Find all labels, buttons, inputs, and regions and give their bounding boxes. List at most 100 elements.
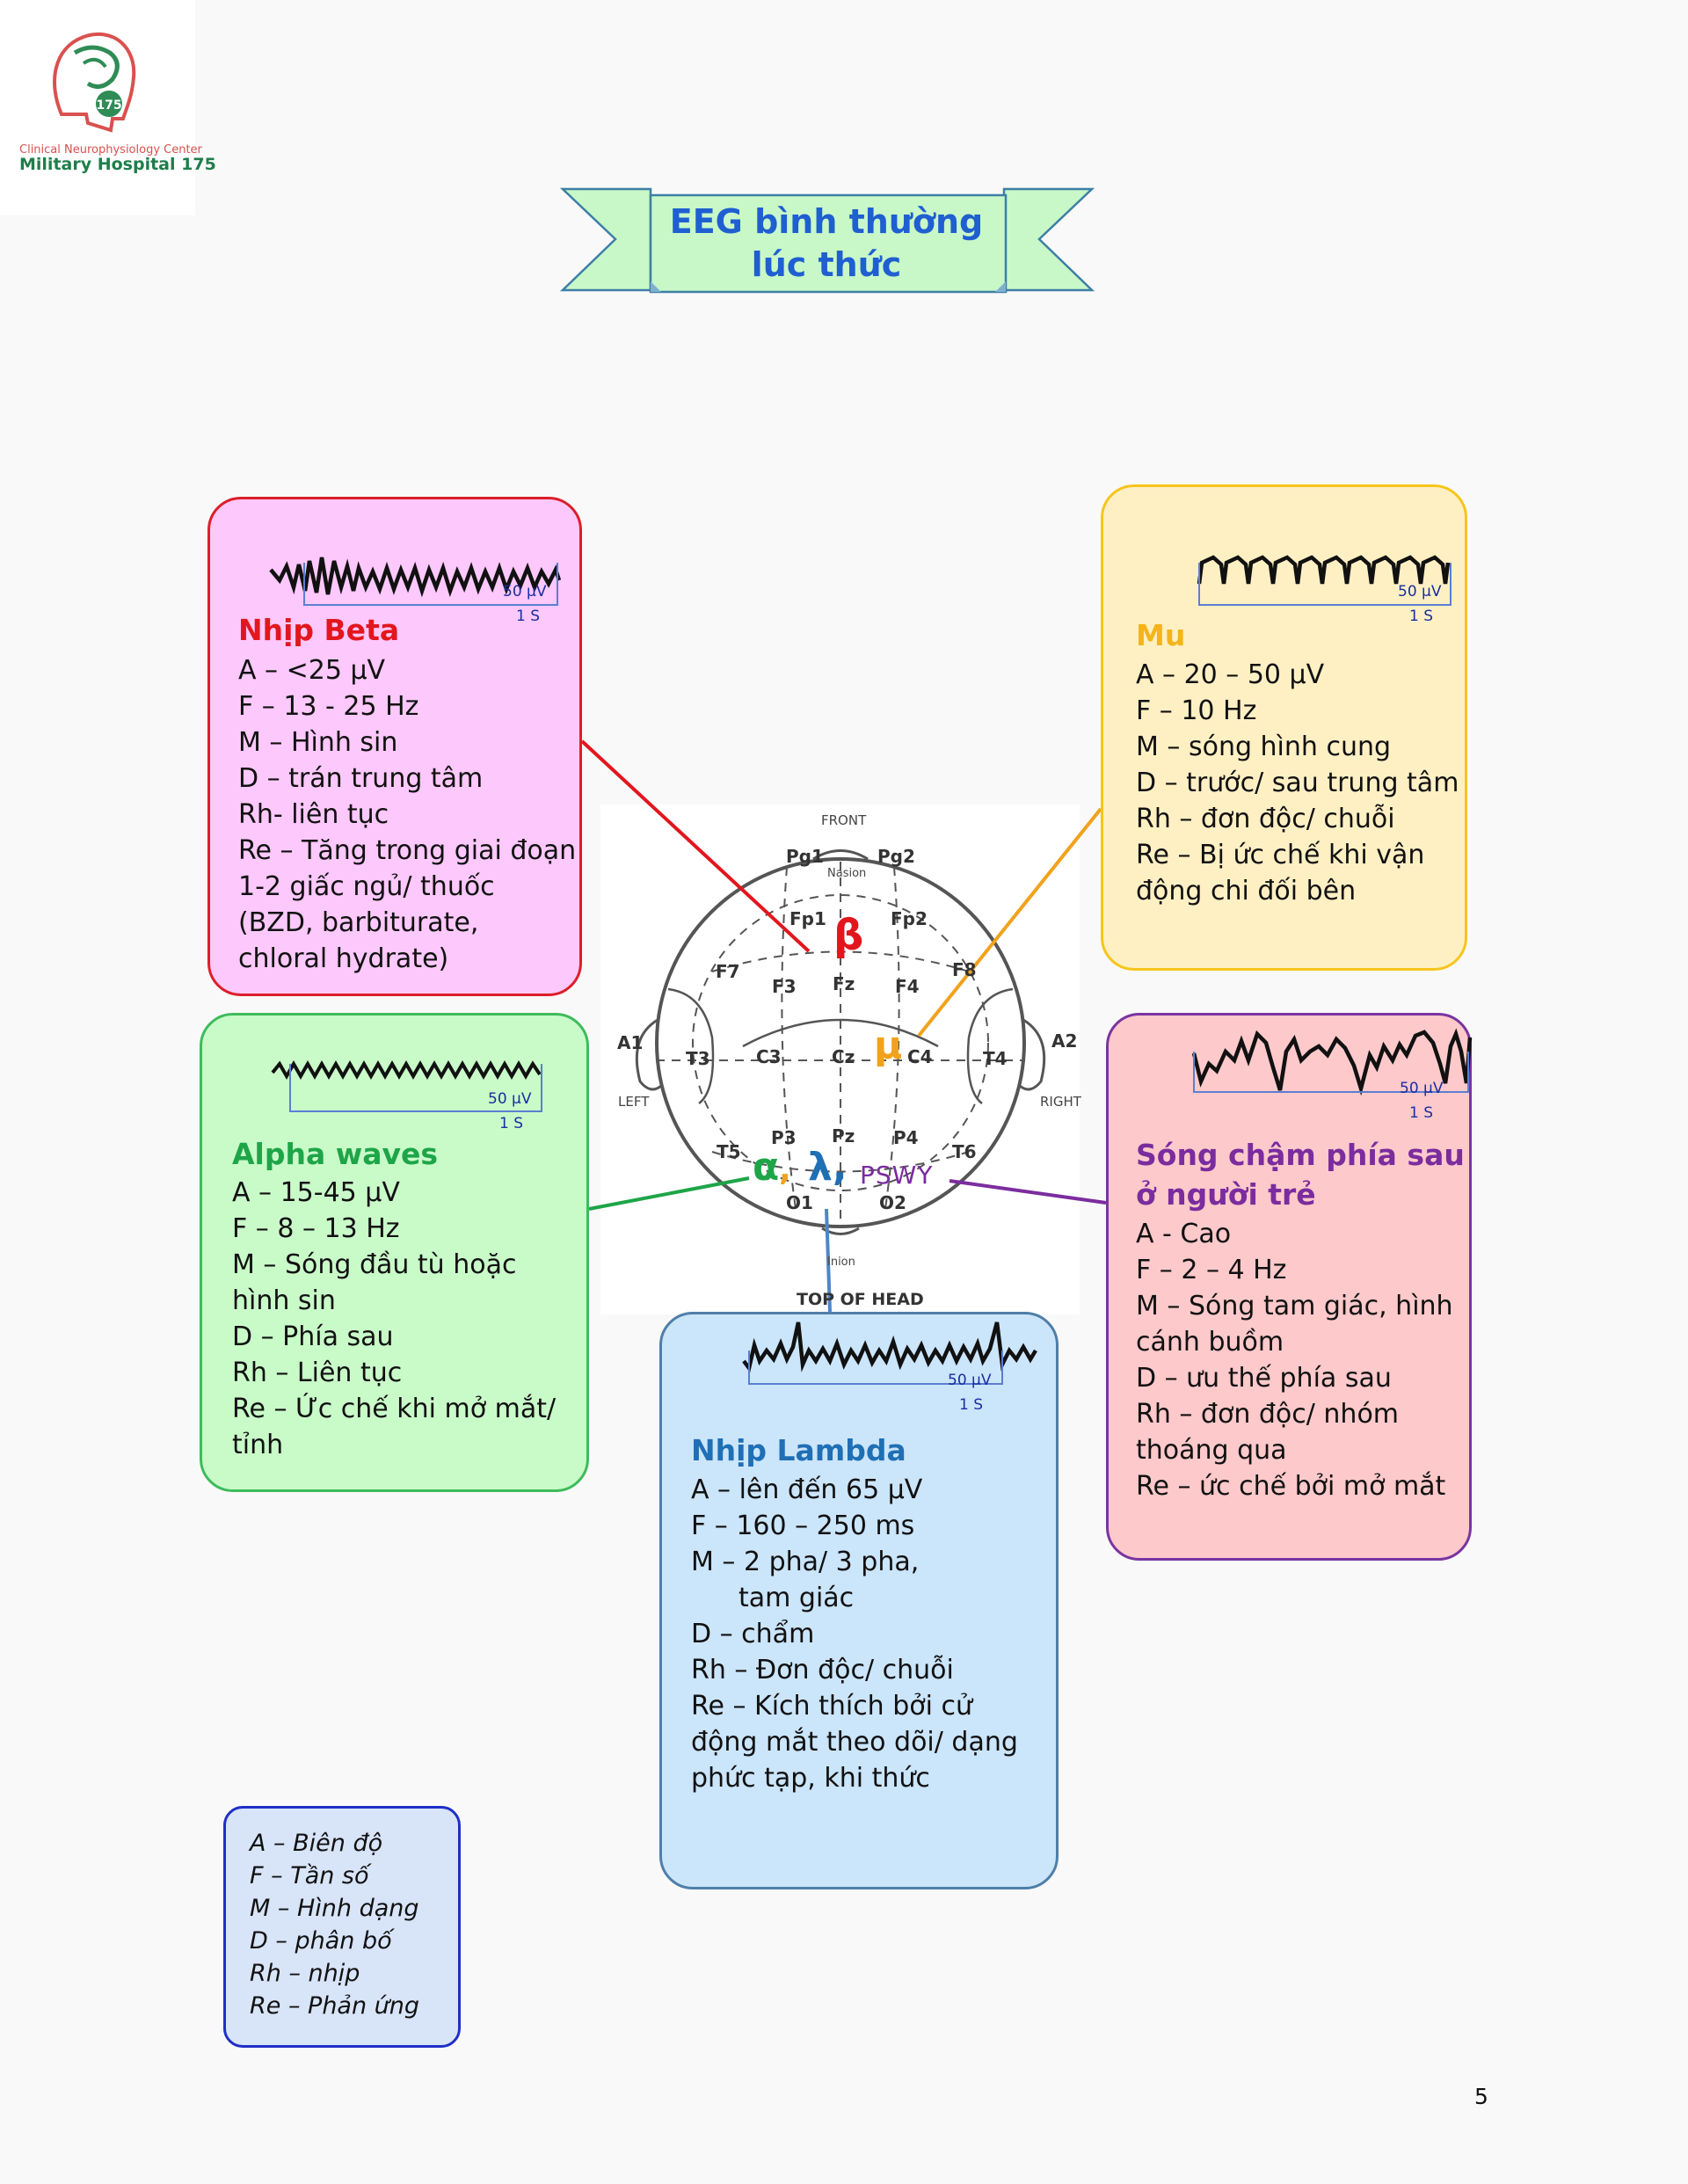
electrode-pz: Pz	[832, 1125, 855, 1147]
lambda-symbol: λ,	[808, 1145, 848, 1190]
beta-line-8: (BZD, barbiturate,	[238, 907, 479, 938]
beta-connector	[580, 739, 811, 953]
logo-hospital-name: Military Hospital 175	[19, 155, 216, 174]
pswy-line-2: F – 2 – 4 Hz	[1136, 1255, 1287, 1285]
mu-line-1: A – 20 – 50 µV	[1136, 659, 1325, 690]
electrode-f4: F4	[895, 976, 920, 997]
mu-line-3: M – sóng hình cung	[1136, 732, 1392, 762]
alpha-scale-bar	[289, 1064, 542, 1112]
mu-scale-amplitude: 50 µV	[1398, 583, 1442, 601]
electrode-cz: Cz	[832, 1046, 855, 1067]
electrode-c4: C4	[907, 1046, 933, 1067]
mu-card	[1101, 484, 1467, 971]
electrode-pg2: Pg2	[877, 846, 915, 867]
pswy-line-1: A - Cao	[1136, 1219, 1232, 1249]
beta-scale-amplitude: 50 µV	[503, 583, 547, 601]
beta-line-1: A – <25 µV	[238, 655, 386, 686]
logo-badge: 175	[96, 98, 121, 113]
beta-line-5: Rh- liên tục	[238, 799, 389, 830]
title-ribbon	[559, 187, 1095, 294]
legend-line-1: A – Biên độ	[250, 1830, 383, 1857]
alpha-waveform	[271, 1059, 542, 1081]
lambda-line-8: động mắt theo dõi/ dạng	[691, 1727, 1018, 1758]
mu-line-7: động chi đối bên	[1136, 876, 1357, 906]
mu-line-6: Re – Bị ức chế khi vận	[1136, 840, 1425, 870]
lambda-title: Nhịp Lambda	[691, 1433, 906, 1467]
electrode-fp2: Fp2	[891, 908, 928, 929]
lambda-waveform	[742, 1321, 1037, 1373]
electrode-o2: O2	[879, 1192, 906, 1213]
mu-symbol: μ	[874, 1023, 903, 1068]
page-number: 5	[1474, 2084, 1488, 2109]
legend-card	[223, 1806, 461, 2048]
pswy-symbol: PSWY	[860, 1161, 934, 1190]
alpha-line-2: F – 8 – 13 Hz	[232, 1213, 400, 1244]
electrode-f3: F3	[772, 976, 797, 997]
pswy-waveform	[1191, 1028, 1473, 1096]
head-diagram	[635, 849, 1046, 1235]
beta-waveform	[269, 557, 562, 598]
beta-title: Nhịp Beta	[238, 613, 400, 647]
electrode-a2: A2	[1051, 1030, 1078, 1052]
electrode-t3: T3	[686, 1048, 710, 1069]
alpha-scale-amplitude: 50 µV	[488, 1090, 532, 1108]
mu-scale-time: 1 S	[1409, 608, 1434, 625]
pswy-scale-amplitude: 50 µV	[1400, 1080, 1444, 1097]
alpha-line-5: D – Phía sau	[232, 1321, 394, 1352]
alpha-line-7: Re – Ức chế khi mở mắt/	[232, 1394, 557, 1424]
page-title: EEG bình thường lúc thức	[651, 200, 1002, 287]
electrode-fp1: Fp1	[789, 908, 826, 929]
mu-waveform	[1197, 555, 1451, 585]
alpha-line-3: M – Sóng đầu tù hoặc	[232, 1249, 517, 1280]
lambda-line-1: A – lên đến 65 µV	[691, 1474, 923, 1505]
pswy-title-line1: Sóng chậm phía sau	[1136, 1138, 1465, 1172]
lambda-scale-bar	[748, 1350, 1003, 1385]
alpha-comma: ,	[779, 1152, 791, 1188]
electrode-t6: T6	[952, 1141, 977, 1162]
beta-line-2: F – 13 - 25 Hz	[238, 691, 419, 722]
head-left-label: LEFT	[618, 1094, 650, 1110]
lambda-connector	[825, 1208, 832, 1313]
pswy-scale-time: 1 S	[1409, 1104, 1434, 1122]
head-right-label: RIGHT	[1040, 1094, 1081, 1110]
lambda-line-7: Re – Kích thích bởi cử	[691, 1691, 973, 1722]
beta-line-9: chloral hydrate)	[238, 943, 449, 974]
head-inion-label: Inion	[827, 1256, 855, 1269]
beta-scale-bar	[303, 563, 558, 606]
lambda-line-5: D – chẩm	[691, 1619, 815, 1649]
electrode-f7: F7	[716, 961, 740, 982]
mu-line-4: D – trước/ sau trung tâm	[1136, 768, 1459, 798]
legend-line-5: Rh – nhịp	[250, 1960, 360, 1987]
pswy-card	[1106, 1013, 1472, 1561]
pswy-line-8: Re – ức chế bởi mở mắt	[1136, 1471, 1446, 1502]
mu-connector	[917, 807, 1102, 1037]
electrode-pg1: Pg1	[786, 846, 824, 867]
electrode-a1: A1	[617, 1032, 644, 1053]
pswy-line-6: Rh – đơn độc/ nhóm	[1136, 1399, 1400, 1430]
beta-line-3: M – Hình sin	[238, 727, 398, 758]
beta-line-4: D – trán trung tâm	[238, 763, 484, 794]
beta-line-7: 1-2 giấc ngủ/ thuốc	[238, 871, 495, 902]
electrode-t5: T5	[717, 1141, 741, 1162]
electrode-t4: T4	[983, 1048, 1008, 1069]
legend-line-4: D – phân bố	[250, 1927, 392, 1955]
pswy-line-3: M – Sóng tam giác, hình	[1136, 1291, 1453, 1321]
head-front-label: FRONT	[821, 812, 867, 828]
lambda-line-2: F – 160 – 250 ms	[691, 1511, 915, 1541]
electrode-p4: P4	[893, 1127, 919, 1148]
alpha-scale-time: 1 S	[499, 1115, 524, 1132]
legend-line-2: F – Tần số	[250, 1862, 369, 1889]
mu-line-2: F – 10 Hz	[1136, 695, 1257, 726]
page-title-line2: lúc thức	[751, 245, 902, 284]
electrode-p3: P3	[771, 1127, 797, 1148]
alpha-line-4: hình sin	[232, 1285, 336, 1316]
electrode-c3: C3	[756, 1046, 782, 1067]
hospital-logo-icon: 175	[53, 32, 136, 133]
page-title-line1: EEG bình thường	[669, 202, 984, 241]
mu-title: Mu	[1136, 618, 1186, 652]
lambda-scale-time: 1 S	[959, 1396, 984, 1414]
alpha-line-1: A – 15-45 µV	[232, 1177, 400, 1208]
lambda-line-3: M – 2 pha/ 3 pha,	[691, 1547, 920, 1577]
